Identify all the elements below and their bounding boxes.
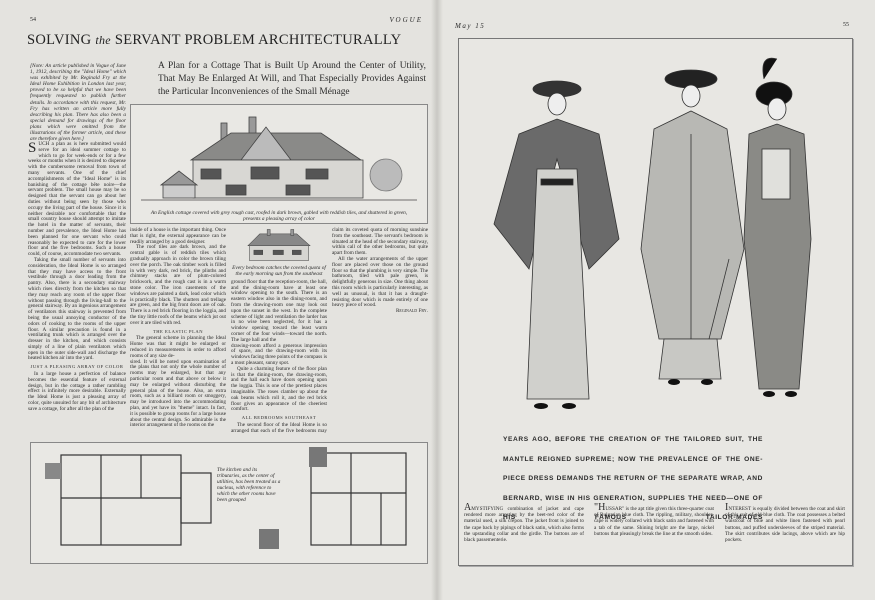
page-number: 55 [843,22,849,28]
drop-cap: A [464,502,472,513]
house-rear-illustration [247,229,311,261]
lead-caps: MYSTIFYING [471,506,504,512]
paragraph: drawing-room afford a generous impressio… [231,342,327,366]
section-heading: THE ELASTIC PLAN [152,328,204,334]
page-gutter [431,0,443,600]
title-the: the [95,33,111,47]
description-1: AMYSTIFYING combination of jacket and ca… [464,502,584,544]
title-part: SOLVING [27,32,92,48]
paragraph: The roof tiles are dark brown, and the c… [130,244,226,326]
paragraph: The general scheme in planning the Ideal… [130,335,226,359]
signature: Reginald Fry. [395,308,428,315]
subtitle: A Plan for a Cottage That is Built Up Ar… [158,61,426,97]
paragraph: In a large house a perfection of balance… [28,371,126,412]
running-head: May 15 [455,22,486,30]
paragraph: All the water arrangements of the upper … [332,255,428,309]
paragraph: Quite a charming feature of the floor pl… [231,365,327,413]
fashion-plate-frame [458,38,853,566]
page-number: 54 [30,17,36,23]
paragraph: inside of a house is the important thing… [130,227,226,245]
running-head: VOGUE [389,16,423,24]
article-title: SOLVING the SERVANT PROBLEM ARCHITECTURA… [27,32,401,49]
cottage-illustration-box: An English cottage covered with grey rou… [130,104,428,224]
paragraph: ground floor that the reception-room, th… [231,278,327,343]
paragraph: UCH a plan as is here submitted would se… [28,141,126,258]
floor-plans-box: The kitchen and its tributaries, as the … [30,442,428,564]
article-column-1: S UCH a plan as is here submitted would … [28,140,126,438]
fashion-illustration [493,57,812,409]
bedroom-illustration-box: Every bedroom catches the coveted quota … [231,228,327,277]
description-3: INTEREST is equally divided between the … [725,502,845,544]
article-columns-2-4: inside of a house is the important thing… [130,227,428,438]
lead-caps: USSAR" [605,506,625,512]
lead-caps: NTEREST [728,506,752,512]
drop-cap: I [725,502,729,513]
paragraph: sired. It will be noted upon examination… [130,358,226,429]
kitchen-caption: The kitchen and its tributaries, as the … [217,467,281,503]
editor-note: [Note: An article published in Vogue of … [30,63,126,143]
cottage-illustration [141,116,417,201]
title-part: SERVANT PROBLEM ARCHITECTURALLY [114,32,402,48]
drop-cap: S [28,140,37,156]
description-2: "HUSSAR" is the apt title given this thr… [594,502,714,537]
section-heading: ALL BEDROOMS SOUTHEAST [241,415,317,421]
section-heading: JUST A PLEASING ARRAY OF COLOR [30,364,124,370]
paragraph: The second floor of the Ideal Home is so… [231,227,428,434]
description-text: is the apt title given this three-quarte… [594,506,714,537]
left-page: 54 VOGUE SOLVING the SERVANT PROBLEM ARC… [0,0,437,600]
description-text: combination of jacket and cape rendered … [464,506,584,544]
cottage-caption: An English cottage covered with grey rou… [150,210,408,222]
bedroom-caption: Every bedroom catches the coveted quota … [232,264,326,277]
description-text: is equally divided between the coat and … [725,506,845,544]
paragraph: Taking the small number of servants into… [28,256,126,362]
fashion-headline: YEARS AGO, BEFORE THE CREATION OF THE TA… [503,436,763,521]
right-page: May 15 55 YEARS AGO, BEFORE THE CREATION… [437,0,875,600]
drop-cap: "H [594,502,606,513]
floor-plans [45,447,407,549]
